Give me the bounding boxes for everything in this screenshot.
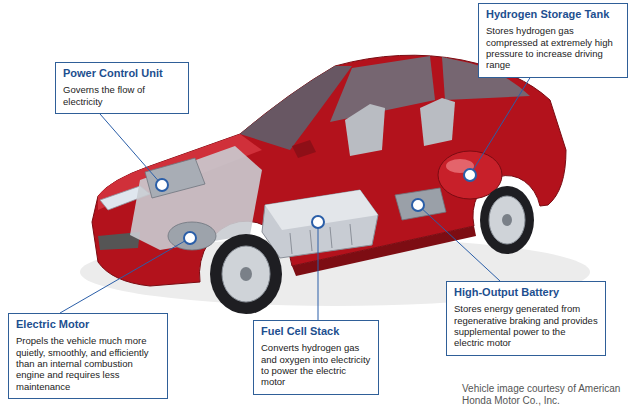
car-windshield <box>240 66 352 150</box>
car-seat <box>345 104 385 156</box>
electric-motor <box>168 222 216 250</box>
callout-dots <box>156 169 476 244</box>
leader-line <box>60 241 185 313</box>
callout-heading: Power Control Unit <box>63 67 181 80</box>
car-seat <box>420 98 455 146</box>
callout-body: Converts hydrogen gas and oxygen into el… <box>261 342 371 388</box>
front-hub <box>240 267 252 281</box>
callout-dot <box>184 232 196 244</box>
callout-box: Hydrogen Storage TankStores hydrogen gas… <box>478 3 628 78</box>
front-tire <box>210 234 282 314</box>
fuel-cell-top <box>265 190 378 230</box>
callout-heading: Fuel Cell Stack <box>261 325 371 338</box>
battery <box>395 188 446 220</box>
rear-hub <box>502 214 512 226</box>
power-control-unit <box>145 158 205 198</box>
image-credit: Vehicle image courtesy of American Honda… <box>462 383 627 407</box>
callout-body: Stores hydrogen gas compressed at extrem… <box>486 25 620 71</box>
callout-box: High-Output BatteryStores energy generat… <box>446 281 606 356</box>
rear-tire <box>480 186 534 254</box>
leader-line <box>100 114 158 181</box>
callout-dot <box>312 216 324 228</box>
callout-box: Fuel Cell StackConverts hydrogen gas and… <box>253 320 379 395</box>
callout-body: Governs the flow of electricity <box>63 84 181 107</box>
front-rim <box>222 246 270 302</box>
callout-dot <box>156 179 168 191</box>
leader-line <box>473 78 530 170</box>
callout-dot <box>412 199 424 211</box>
callout-heading: Hydrogen Storage Tank <box>486 8 620 21</box>
callout-box: Electric MotorPropels the vehicle much m… <box>8 313 168 399</box>
callout-heading: High-Output Battery <box>454 286 598 299</box>
callout-dot <box>464 169 476 181</box>
fuel-cell-ribs <box>290 224 352 254</box>
car-mirror <box>292 140 316 158</box>
callout-heading: Electric Motor <box>16 318 160 331</box>
rear-rim <box>489 196 525 244</box>
callout-body: Stores energy generated from regenerativ… <box>454 303 598 349</box>
fuel-cell-stack <box>262 190 378 258</box>
leader-line <box>318 228 319 320</box>
callout-body: Propels the vehicle much more quietly, s… <box>16 335 160 392</box>
leader-line <box>422 209 500 281</box>
callout-box: Power Control UnitGoverns the flow of el… <box>55 62 189 114</box>
